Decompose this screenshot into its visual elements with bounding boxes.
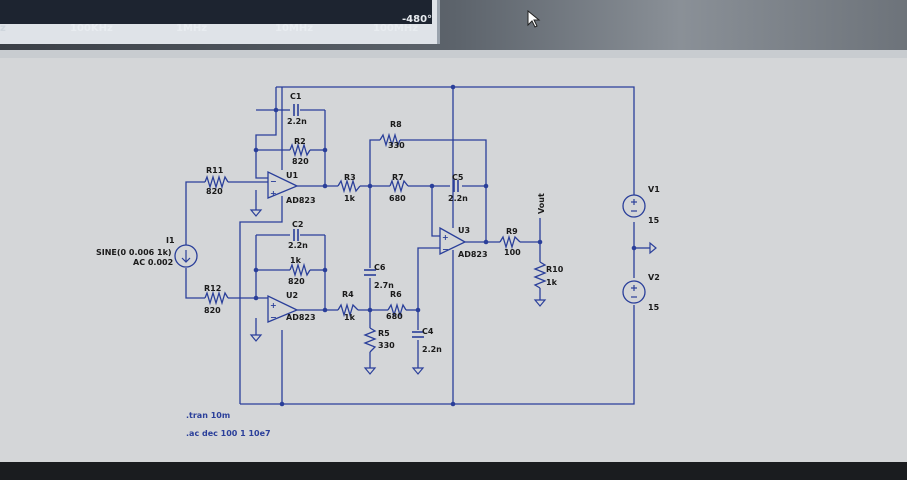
label-r8-name: R8 bbox=[390, 120, 402, 129]
label-v1-name: V1 bbox=[648, 185, 660, 194]
schematic-editor[interactable]: − + + − + − C1 2.2n R2 820 R11 820 U1 AD823… bbox=[0, 58, 907, 462]
label-u3-value: AD823 bbox=[458, 250, 488, 259]
x-tick-label: 100KHz bbox=[70, 23, 113, 34]
label-c5-value: 2.2n bbox=[448, 194, 468, 203]
svg-text:+: + bbox=[270, 301, 277, 310]
source-glyphs bbox=[181, 199, 637, 298]
label-r6-name: R6 bbox=[390, 290, 402, 299]
label-r2-name: R2 bbox=[294, 137, 306, 146]
label-r4-value: 1k bbox=[344, 313, 356, 322]
label-u1-name: U1 bbox=[286, 171, 298, 180]
label-c6-name: C6 bbox=[374, 263, 386, 272]
label-i1-name: I1 bbox=[166, 236, 175, 245]
label-r2-value: 820 bbox=[292, 157, 309, 166]
spice-directive-ac[interactable]: .ac dec 100 1 10e7 bbox=[186, 429, 271, 438]
label-resistor-1k: 1k bbox=[290, 256, 302, 265]
plot-area[interactable] bbox=[0, 0, 432, 24]
label-i1-sine: SINE(0 0.006 1k) bbox=[96, 248, 172, 257]
label-r6-value: 680 bbox=[386, 312, 403, 321]
spice-directive-tran[interactable]: .tran 10m bbox=[186, 411, 230, 420]
mouse-cursor-icon bbox=[527, 10, 541, 28]
label-r5-name: R5 bbox=[378, 329, 390, 338]
svg-text:−: − bbox=[270, 313, 277, 322]
resistor-symbols bbox=[204, 132, 547, 353]
label-r9-value: 100 bbox=[504, 248, 521, 257]
label-c6-value: 2.7n bbox=[374, 281, 394, 290]
svg-text:+: + bbox=[270, 189, 277, 198]
label-r3-name: R3 bbox=[344, 173, 356, 182]
opamp-pins: − + + − + − bbox=[270, 177, 449, 322]
window-title-bar[interactable] bbox=[0, 50, 907, 58]
label-r9-name: R9 bbox=[506, 227, 518, 236]
label-r5-value: 330 bbox=[378, 341, 395, 350]
phase-axis-label: -480° bbox=[402, 14, 433, 25]
plot-left-edge-label: z bbox=[0, 23, 6, 34]
x-tick-label: 1MHz bbox=[176, 23, 208, 34]
label-c4-value: 2.2n bbox=[422, 345, 442, 354]
label-c4-name: C4 bbox=[422, 327, 434, 336]
label-v2-name: V2 bbox=[648, 273, 660, 282]
source-symbols bbox=[174, 194, 646, 304]
x-tick-label: 100MHz bbox=[373, 23, 419, 34]
label-r11-value: 820 bbox=[206, 187, 223, 196]
x-tick-label: 10MHz bbox=[275, 23, 314, 34]
label-r10-value: 1k bbox=[546, 278, 558, 287]
label-r12-name: R12 bbox=[204, 284, 221, 293]
label-c2-name: C2 bbox=[292, 220, 303, 229]
svg-text:−: − bbox=[270, 177, 277, 186]
svg-text:+: + bbox=[442, 233, 449, 242]
label-i1-ac: AC 0.002 bbox=[133, 258, 173, 267]
label-c2-value: 2.2n bbox=[288, 241, 308, 250]
ground-symbols bbox=[249, 209, 657, 375]
label-r7-name: R7 bbox=[392, 173, 404, 182]
label-v2-value: 15 bbox=[648, 303, 660, 312]
waveform-viewer-window[interactable]: z 100KHz 1MHz 10MHz 100MHz -480° bbox=[0, 0, 440, 44]
capacitor-symbols bbox=[293, 104, 459, 338]
label-u3-name: U3 bbox=[458, 226, 470, 235]
junction-dots bbox=[253, 84, 637, 407]
schematic-canvas[interactable]: − + + − + − C1 2.2n R2 820 R11 820 U1 AD823… bbox=[0, 58, 907, 462]
label-r12-value: 820 bbox=[204, 306, 221, 315]
svg-text:−: − bbox=[442, 245, 449, 254]
label-r4-name: R4 bbox=[342, 290, 354, 299]
net-label-vout[interactable]: Vout bbox=[537, 193, 546, 214]
label-u2-name: U2 bbox=[286, 291, 298, 300]
taskbar bbox=[0, 462, 907, 480]
label-r7-value: 680 bbox=[389, 194, 406, 203]
label-r11-name: R11 bbox=[206, 166, 224, 175]
label-resistor-820: 820 bbox=[288, 277, 305, 286]
label-c5-name: C5 bbox=[452, 173, 464, 182]
label-v1-value: 15 bbox=[648, 216, 660, 225]
label-u2-value: AD823 bbox=[286, 313, 316, 322]
wires bbox=[185, 86, 650, 405]
label-c1-name: C1 bbox=[290, 92, 302, 101]
label-c1-value: 2.2n bbox=[287, 117, 307, 126]
label-r10-name: R10 bbox=[546, 265, 564, 274]
label-r3-value: 1k bbox=[344, 194, 356, 203]
opamp-symbols bbox=[267, 170, 467, 323]
label-u1-value: AD823 bbox=[286, 196, 316, 205]
label-r8-value: 330 bbox=[388, 141, 405, 150]
